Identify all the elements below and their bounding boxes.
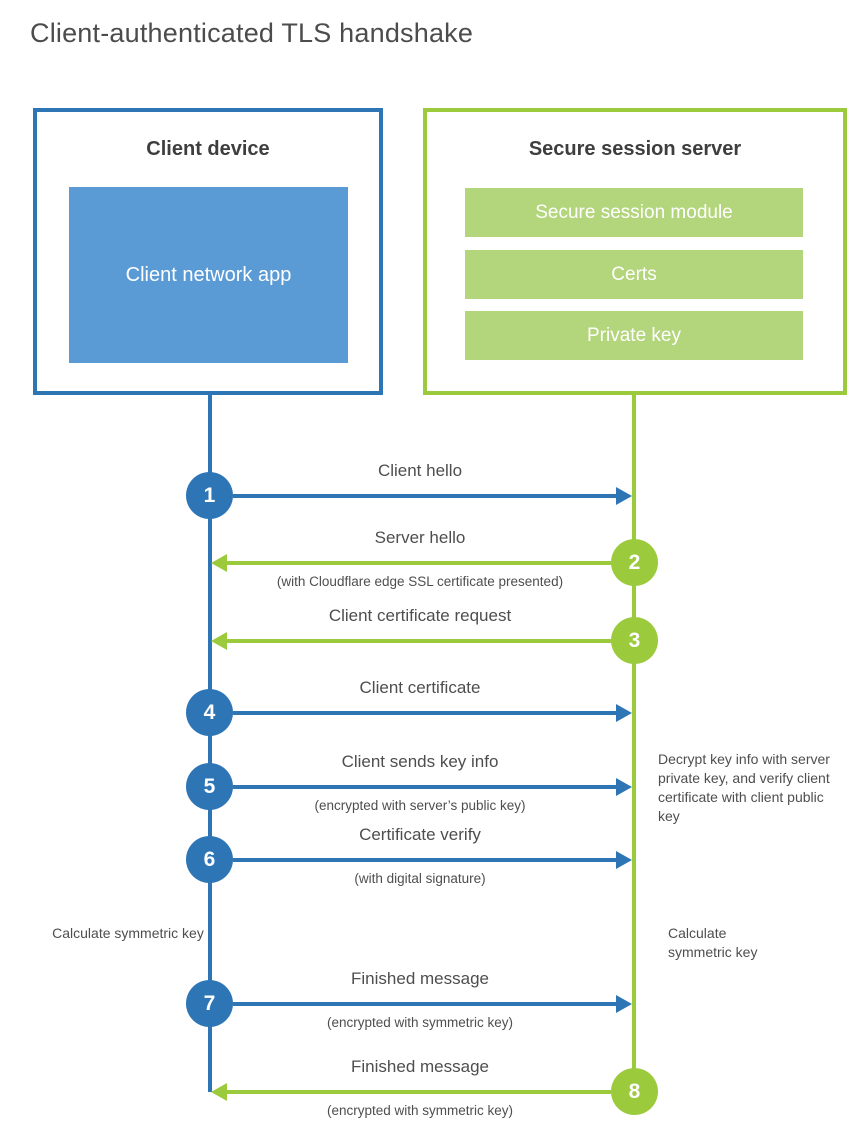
step-8-badge: 8 bbox=[611, 1068, 658, 1115]
step-5-label: Client sends key info bbox=[341, 752, 499, 771]
arrow-right-icon bbox=[616, 487, 632, 505]
step-7-badge: 7 bbox=[186, 980, 233, 1027]
arrow-right-icon bbox=[616, 778, 632, 796]
step-5-badge: 5 bbox=[186, 763, 233, 810]
server-module-secure-session: Secure session module bbox=[465, 188, 803, 237]
step-7-sublabel: (encrypted with symmetric key) bbox=[326, 1015, 514, 1030]
arrow-right-icon bbox=[616, 704, 632, 722]
step-6-arrow-line bbox=[233, 858, 616, 862]
step-7-label: Finished message bbox=[351, 969, 489, 988]
step-2-sublabel: (with Cloudflare edge SSL certificate pr… bbox=[276, 574, 564, 589]
arrow-left-icon bbox=[211, 1083, 227, 1101]
page-title: Client-authenticated TLS handshake bbox=[30, 18, 474, 48]
step-3-label: Client certificate request bbox=[328, 606, 512, 625]
server-module-certs: Certs bbox=[465, 250, 803, 299]
step-2-arrow-line bbox=[227, 561, 611, 565]
server-module-private-key: Private key bbox=[465, 311, 803, 360]
step-3-arrow-line bbox=[227, 639, 611, 643]
step-7-arrow-line bbox=[233, 1002, 616, 1006]
step-2-label: Server hello bbox=[374, 528, 466, 547]
client-lifeline bbox=[208, 395, 212, 1092]
step-4-label: Client certificate bbox=[359, 678, 481, 697]
step-8-sublabel: (encrypted with symmetric key) bbox=[326, 1103, 514, 1118]
step-5-arrow-line bbox=[233, 785, 616, 789]
client-network-app-label: Client network app bbox=[125, 263, 292, 286]
step-1-arrow-line bbox=[233, 494, 616, 498]
step-1-label: Client hello bbox=[377, 461, 463, 480]
server-calculate-symmetric-key-note: Calculate symmetric key bbox=[668, 925, 758, 960]
step-3-badge: 3 bbox=[611, 617, 658, 664]
step-2-badge: 2 bbox=[611, 539, 658, 586]
step-6-sublabel: (with digital signature) bbox=[354, 871, 486, 886]
server-decrypt-note: Decrypt key info with server private key… bbox=[658, 751, 830, 824]
secure-session-server-title: Secure session server bbox=[528, 138, 742, 160]
client-calculate-symmetric-key-note: Calculate symmetric key bbox=[52, 925, 204, 941]
step-4-badge: 4 bbox=[186, 689, 233, 736]
secure-session-server-box: Secure session server Secure session mod… bbox=[423, 108, 847, 395]
arrow-left-icon bbox=[211, 554, 227, 572]
step-8-arrow-line bbox=[227, 1090, 611, 1094]
step-4-arrow-line bbox=[233, 711, 616, 715]
arrow-left-icon bbox=[211, 632, 227, 650]
step-5-sublabel: (encrypted with server’s public key) bbox=[314, 798, 526, 813]
step-8-label: Finished message bbox=[351, 1057, 489, 1076]
step-6-label: Certificate verify bbox=[359, 825, 481, 844]
arrow-right-icon bbox=[616, 851, 632, 869]
server-lifeline bbox=[632, 395, 636, 1092]
client-device-box: Client device Client network app bbox=[33, 108, 383, 395]
client-device-title: Client device bbox=[146, 138, 270, 160]
arrow-right-icon bbox=[616, 995, 632, 1013]
step-6-badge: 6 bbox=[186, 836, 233, 883]
step-1-badge: 1 bbox=[186, 472, 233, 519]
client-network-app-box: Client network app bbox=[69, 187, 348, 363]
